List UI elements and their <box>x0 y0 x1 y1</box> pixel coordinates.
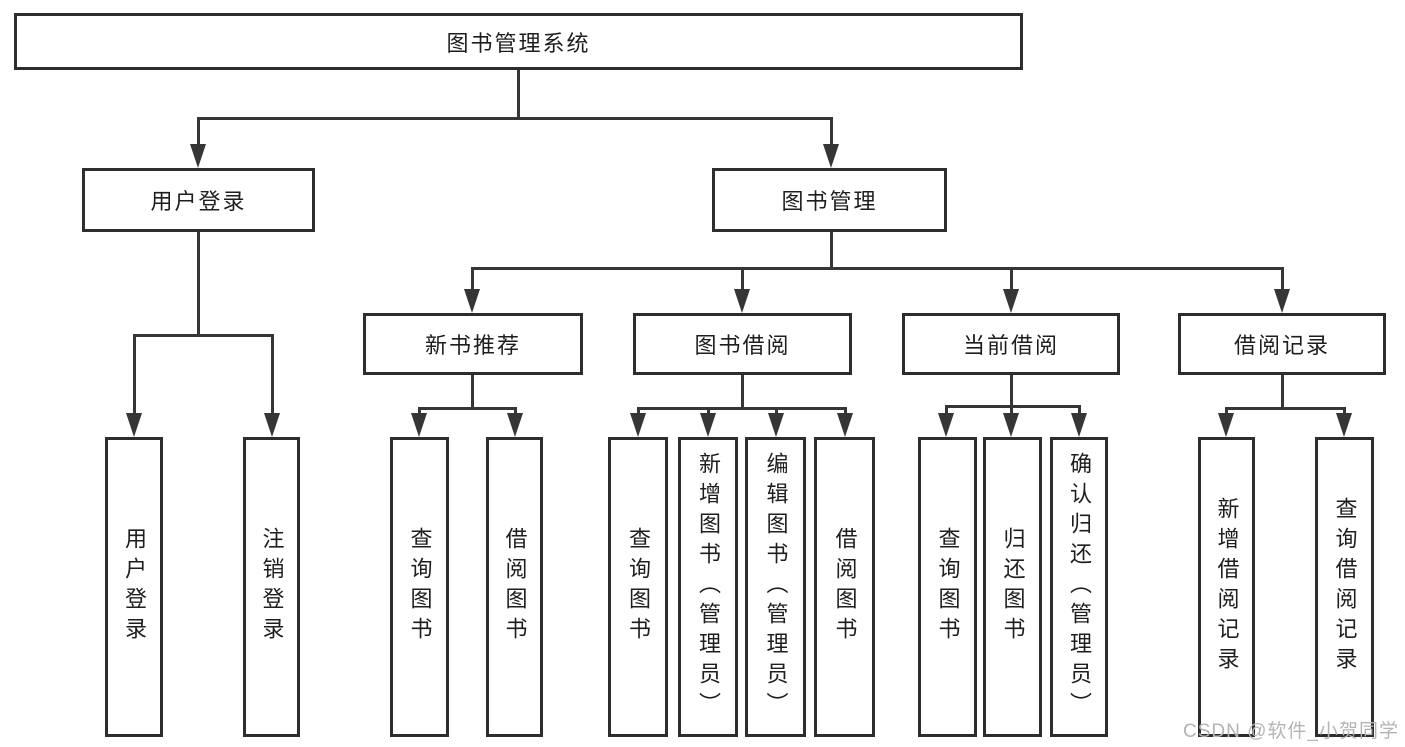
node-label: 借阅记录 <box>1233 333 1330 358</box>
arrow-down-icon <box>1003 289 1019 313</box>
diagram-node-user-login: 用户登录 <box>105 437 163 737</box>
diagram-node-bb-add-book: 新增图书（管理员） <box>678 437 738 737</box>
arrow-down-icon <box>1274 289 1290 313</box>
node-label: 编辑图书（管理员） <box>763 452 789 722</box>
node-label: 用户登录 <box>122 527 147 647</box>
diagram-node-cb-query-book: 查询图书 <box>918 437 977 737</box>
node-label: 新增借阅记录 <box>1214 497 1240 677</box>
watermark: CSDN @软件_小贺同学 <box>1183 721 1399 742</box>
node-label: 新增图书（管理员） <box>696 452 721 722</box>
connector-line <box>775 408 778 413</box>
diagram-node-nbr-borrow-book: 借阅图书 <box>486 437 543 737</box>
diagram-node-borrowing-records: 借阅记录 <box>1178 313 1386 375</box>
connector-line <box>637 407 847 410</box>
node-label: 图书管理系统 <box>446 30 591 56</box>
node-label: 当前借阅 <box>962 333 1059 358</box>
diagram-node-current-borrowing: 当前借阅 <box>902 313 1120 375</box>
connector-line <box>741 375 744 410</box>
connector-line <box>418 407 517 410</box>
connector-line <box>197 117 833 120</box>
arrow-down-icon <box>264 413 280 437</box>
arrow-down-icon <box>126 413 142 437</box>
connector-line <box>1010 406 1013 413</box>
connector-line <box>471 268 474 289</box>
arrow-down-icon <box>1071 413 1087 437</box>
connector-line <box>197 118 200 144</box>
arrow-down-icon <box>411 413 427 437</box>
connector-line <box>1010 268 1013 289</box>
node-label: 查询图书 <box>935 527 961 647</box>
arrow-down-icon <box>507 413 523 437</box>
arrow-down-icon <box>938 413 954 437</box>
connector-line <box>741 268 744 289</box>
node-label: 用户登录 <box>150 189 247 214</box>
connector-line <box>471 267 1284 270</box>
diagram-node-user-login-branch: 用户登录 <box>82 168 315 232</box>
node-label: 借阅图书 <box>502 527 528 647</box>
connector-line <box>471 375 474 410</box>
connector-line <box>1225 407 1346 410</box>
arrow-down-icon <box>837 413 853 437</box>
node-label: 图书管理 <box>781 189 878 214</box>
diagram-node-nbr-query-book: 查询图书 <box>390 437 449 737</box>
connector-line <box>945 405 1081 408</box>
connector-line <box>1281 375 1284 410</box>
diagram-node-cb-return-book: 归还图书 <box>983 437 1042 737</box>
connector-line <box>830 232 833 270</box>
arrow-down-icon <box>1218 413 1234 437</box>
node-label: 借阅图书 <box>832 527 858 647</box>
connector-line <box>197 232 200 337</box>
diagram-node-logout: 注销登录 <box>243 437 300 737</box>
arrow-down-icon <box>734 289 750 313</box>
node-label: 归还图书 <box>1000 527 1026 647</box>
node-label: 新书推荐 <box>424 333 521 358</box>
connector-line <box>707 408 710 413</box>
arrow-down-icon <box>768 413 784 437</box>
connector-line <box>418 408 421 413</box>
arrow-down-icon <box>1003 413 1019 437</box>
arrow-down-icon <box>464 289 480 313</box>
node-label: 查询借阅记录 <box>1332 497 1358 677</box>
connector-line <box>517 70 520 120</box>
arrow-down-icon <box>700 413 716 437</box>
connector-line <box>133 334 274 337</box>
node-label: 图书借阅 <box>694 333 791 358</box>
diagram-node-new-book-recommend: 新书推荐 <box>363 313 583 375</box>
arrow-down-icon <box>823 144 839 168</box>
connector-line <box>945 406 948 413</box>
node-label: 查询图书 <box>626 527 651 647</box>
diagram-node-bb-edit-book: 编辑图书（管理员） <box>745 437 806 737</box>
connector-line <box>830 118 833 144</box>
connector-line <box>1225 408 1228 413</box>
node-label: 查询图书 <box>407 527 433 647</box>
diagram-node-br-add-record: 新增借阅记录 <box>1198 437 1255 737</box>
connector-line <box>844 408 847 413</box>
diagram-node-br-query-record: 查询借阅记录 <box>1315 437 1374 737</box>
connector-line <box>1343 408 1346 413</box>
connector-line <box>271 335 274 413</box>
diagram-node-root: 图书管理系统 <box>14 13 1023 70</box>
connector-line <box>1078 406 1081 413</box>
arrow-down-icon <box>190 144 206 168</box>
diagram-node-book-borrowing: 图书借阅 <box>633 313 852 375</box>
connector-line <box>1281 268 1284 289</box>
connector-line <box>514 408 517 413</box>
node-label: 确认归还（管理员） <box>1067 452 1092 722</box>
connector-line <box>637 408 640 413</box>
connector-line <box>133 335 136 413</box>
connector-line <box>1010 375 1013 410</box>
node-label: 注销登录 <box>259 527 285 647</box>
diagram-node-bb-query-book: 查询图书 <box>608 437 668 737</box>
arrow-down-icon <box>630 413 646 437</box>
diagram-node-cb-confirm-return: 确认归还（管理员） <box>1050 437 1108 737</box>
arrow-down-icon <box>1336 413 1352 437</box>
diagram-node-book-management: 图书管理 <box>712 168 947 232</box>
diagram-node-bb-borrow-book: 借阅图书 <box>814 437 875 737</box>
